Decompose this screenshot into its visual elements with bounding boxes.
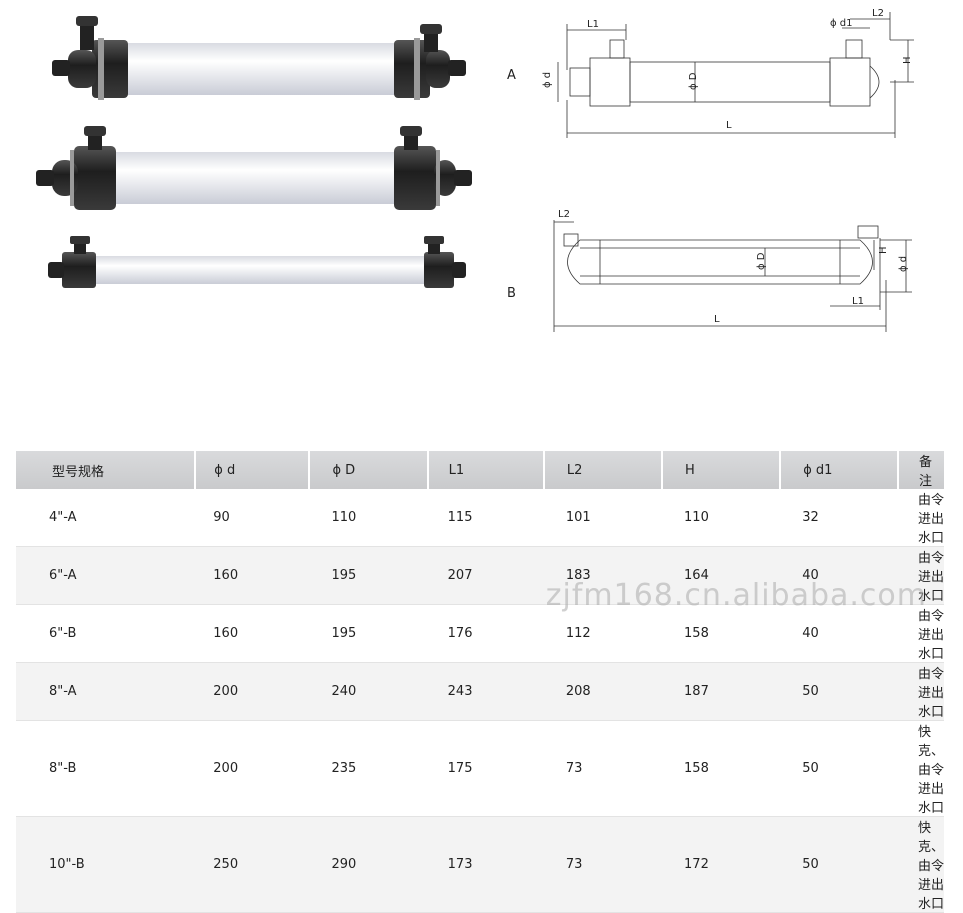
col-H: H: [661, 451, 781, 489]
cell-phi-d1: 50: [780, 720, 898, 817]
table-row: 8"-B 200 235 175 73 158 50 快克、由令进出水口: [16, 720, 944, 817]
module-photo-3: [48, 236, 466, 288]
dim-phi-D-b: ϕ D: [756, 252, 767, 270]
col-phi-d1: ϕ d1: [779, 451, 898, 489]
dim-L2-b: L2: [558, 209, 570, 220]
dim-L-a: L: [726, 120, 732, 131]
cell-phi-d1: 40: [780, 546, 898, 605]
cell-L2: 73: [543, 720, 663, 817]
cell-phi-d1: 40: [780, 604, 898, 663]
table-row: 6"-B 160 195 176 112 158 40 由令进出水口: [16, 604, 944, 663]
cell-L2: 208: [543, 662, 663, 721]
cell-phi-D: 235: [309, 720, 428, 817]
cell-L1: 176: [427, 604, 544, 663]
module-photo-2: [36, 126, 472, 210]
dim-phi-d-a: ϕ d: [542, 72, 553, 88]
cell-L1: 243: [427, 662, 544, 721]
cell-phi-D: 110: [309, 489, 428, 547]
cell-remarks: 由令进出水口: [898, 546, 944, 605]
dim-L2-a: L2: [872, 8, 884, 19]
dim-L1-b: L1: [852, 296, 864, 307]
cell-remarks: 快克、由令进出水口: [898, 816, 944, 913]
table-row: 4"-A 90 110 115 101 110 32 由令进出水口: [16, 489, 944, 547]
table-header-row: 型号规格 ϕ d ϕ D L1 L2 H ϕ d1 备注: [16, 451, 944, 489]
dim-H-b: H: [878, 246, 889, 254]
cell-L2: 101: [543, 489, 663, 547]
dim-L-b: L: [714, 314, 720, 325]
table-row: 10"-B 250 290 173 73 172 50 快克、由令进出水口: [16, 816, 944, 913]
cell-model: 6"-B: [16, 604, 196, 663]
dim-L1-a: L1: [587, 19, 599, 30]
cell-phi-d1: 32: [780, 489, 898, 547]
cell-phi-d: 160: [195, 604, 310, 663]
dim-phi-d1-a: ϕ d1: [830, 18, 853, 29]
cell-H: 158: [662, 720, 781, 817]
variant-b-label: B: [507, 286, 516, 301]
cell-phi-D: 195: [309, 604, 428, 663]
table-row: 6"-A 160 195 207 183 164 40 由令进出水口: [16, 546, 944, 605]
drawing-variant-b: L L1 L2 H ϕ d ϕ D: [553, 209, 912, 332]
col-remarks: 备注: [897, 451, 944, 489]
cell-H: 158: [662, 604, 781, 663]
dim-phi-D-a: ϕ D: [688, 72, 699, 90]
cell-H: 164: [662, 546, 781, 605]
cell-model: 8"-A: [16, 662, 196, 721]
module-photo-1: [52, 16, 466, 100]
cell-remarks: 由令进出水口: [898, 604, 944, 663]
cell-H: 187: [662, 662, 781, 721]
cell-model: 6"-A: [16, 546, 196, 605]
cell-L1: 175: [427, 720, 544, 817]
dim-phi-d-b: ϕ d: [898, 256, 909, 272]
cell-remarks: 由令进出水口: [898, 662, 944, 721]
cell-H: 172: [662, 816, 781, 913]
cell-L1: 173: [427, 816, 544, 913]
col-L2: L2: [542, 451, 663, 489]
cell-model: 8"-B: [16, 720, 196, 817]
cell-phi-d: 160: [195, 546, 310, 605]
cell-phi-d: 250: [195, 816, 310, 913]
dim-H-a: H: [902, 56, 913, 64]
variant-a-label: A: [507, 68, 516, 83]
cell-L1: 207: [427, 546, 544, 605]
col-phi-D: ϕ D: [308, 451, 428, 489]
drawing-variant-a: L L1 L2 H ϕ d ϕ D ϕ d1: [542, 8, 914, 138]
cell-L2: 183: [543, 546, 663, 605]
cell-remarks: 快克、由令进出水口: [898, 720, 944, 817]
cell-remarks: 由令进出水口: [898, 489, 944, 547]
cell-phi-d: 90: [195, 489, 310, 547]
col-L1: L1: [426, 451, 544, 489]
cell-L2: 112: [543, 604, 663, 663]
cell-model: 4"-A: [16, 489, 196, 547]
col-phi-d: ϕ d: [194, 451, 310, 489]
table-row: 8"-A 200 240 243 208 187 50 由令进出水口: [16, 662, 944, 721]
cell-phi-D: 240: [309, 662, 428, 721]
cell-H: 110: [662, 489, 781, 547]
cell-model: 10"-B: [16, 816, 196, 913]
col-model: 型号规格: [16, 451, 196, 489]
cell-phi-d1: 50: [780, 816, 898, 913]
product-photos: [36, 16, 472, 288]
cell-phi-d: 200: [195, 662, 310, 721]
spec-table: 型号规格 ϕ d ϕ D L1 L2 H ϕ d1 备注 4"-A 90 110…: [16, 451, 944, 913]
cell-phi-D: 290: [309, 816, 428, 913]
cell-phi-d: 200: [195, 720, 310, 817]
cell-phi-d1: 50: [780, 662, 898, 721]
cell-L2: 73: [543, 816, 663, 913]
watermark: zjfm168.cn.alibaba.com: [545, 578, 927, 613]
cell-L1: 115: [427, 489, 544, 547]
cell-phi-D: 195: [309, 546, 428, 605]
